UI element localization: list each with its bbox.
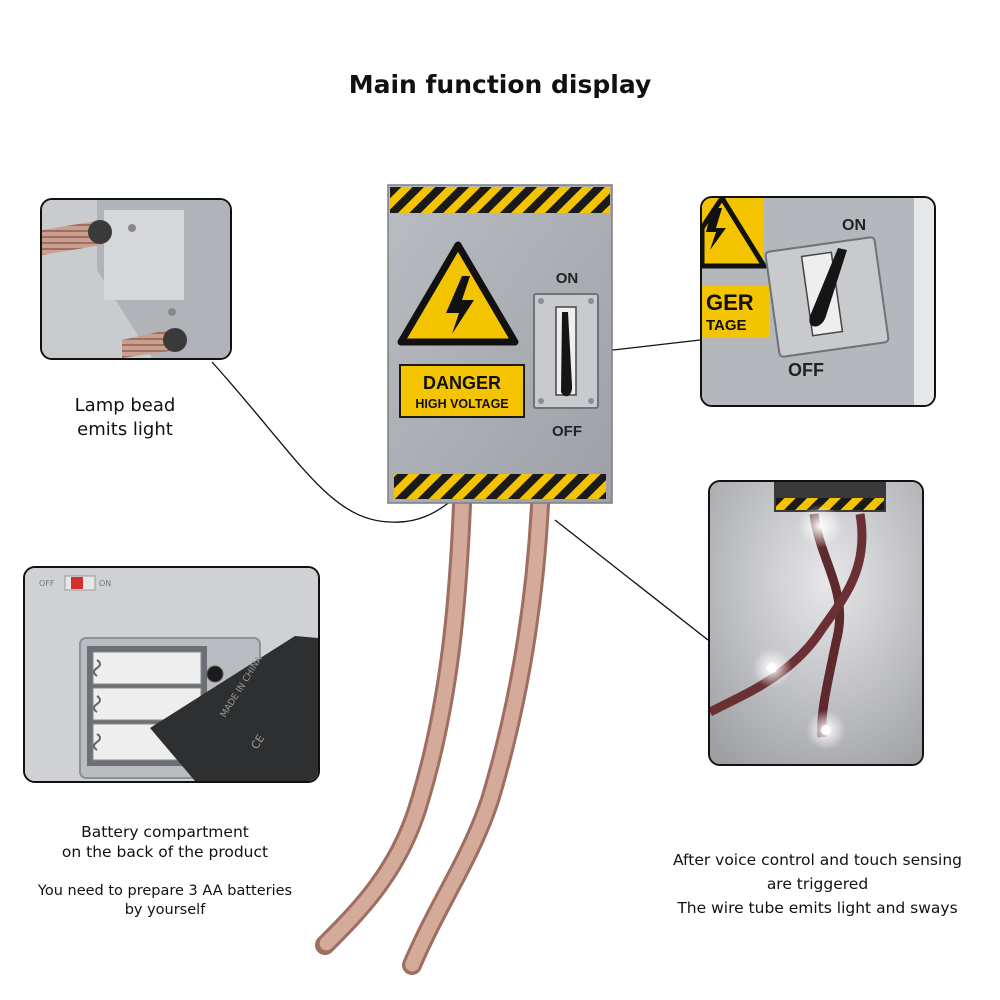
zoom-off-label: OFF xyxy=(788,360,824,380)
hazard-stripe-top xyxy=(390,187,610,213)
warning-triangle-icon xyxy=(397,241,519,346)
battery-photo: OFF ON MADE IN CHINA CE xyxy=(25,568,318,781)
lamp-caption: Lamp bead emits light xyxy=(74,395,176,440)
zoom-on-label: ON xyxy=(842,217,866,234)
glowing-wire-photo xyxy=(710,482,922,764)
glowing-wire-panel xyxy=(708,480,924,766)
battery-caption: Battery compartment on the back of the p… xyxy=(61,823,269,861)
lamp-bead-panel xyxy=(40,198,232,360)
connector-line-switch xyxy=(595,339,701,353)
zoom-lever-icon xyxy=(809,248,847,327)
battery-switch-off: OFF xyxy=(39,579,55,588)
danger-sign xyxy=(399,364,525,418)
battery-note: You need to prepare 3 AA batteries by yo… xyxy=(37,883,293,918)
trigger-caption: After voice control and touch sensing ar… xyxy=(673,851,962,917)
danger-label: DANGER xyxy=(423,373,501,393)
connector-line-wire xyxy=(554,519,709,641)
switch-zoom-photo: GER TAGE ON OFF xyxy=(702,198,934,405)
switch-zoom-panel: GER TAGE ON OFF xyxy=(700,196,936,407)
zoom-danger-fragment: GER xyxy=(706,290,754,315)
connector-line-lamp xyxy=(211,361,453,523)
battery-lid xyxy=(150,636,318,781)
zoom-sub-fragment: TAGE xyxy=(706,317,747,334)
hazard-stripe-bottom xyxy=(394,474,606,499)
switch-off-label: OFF xyxy=(552,423,582,440)
switch-lever-icon xyxy=(561,312,573,397)
danger-sub-label: HIGH VOLTAGE xyxy=(415,397,508,411)
page-title: Main function display xyxy=(348,70,652,99)
switch-on-label: ON xyxy=(556,270,579,287)
battery-switch-on: ON xyxy=(99,579,111,588)
lamp-bead-photo xyxy=(42,200,230,358)
battery-panel: OFF ON MADE IN CHINA CE xyxy=(23,566,320,783)
